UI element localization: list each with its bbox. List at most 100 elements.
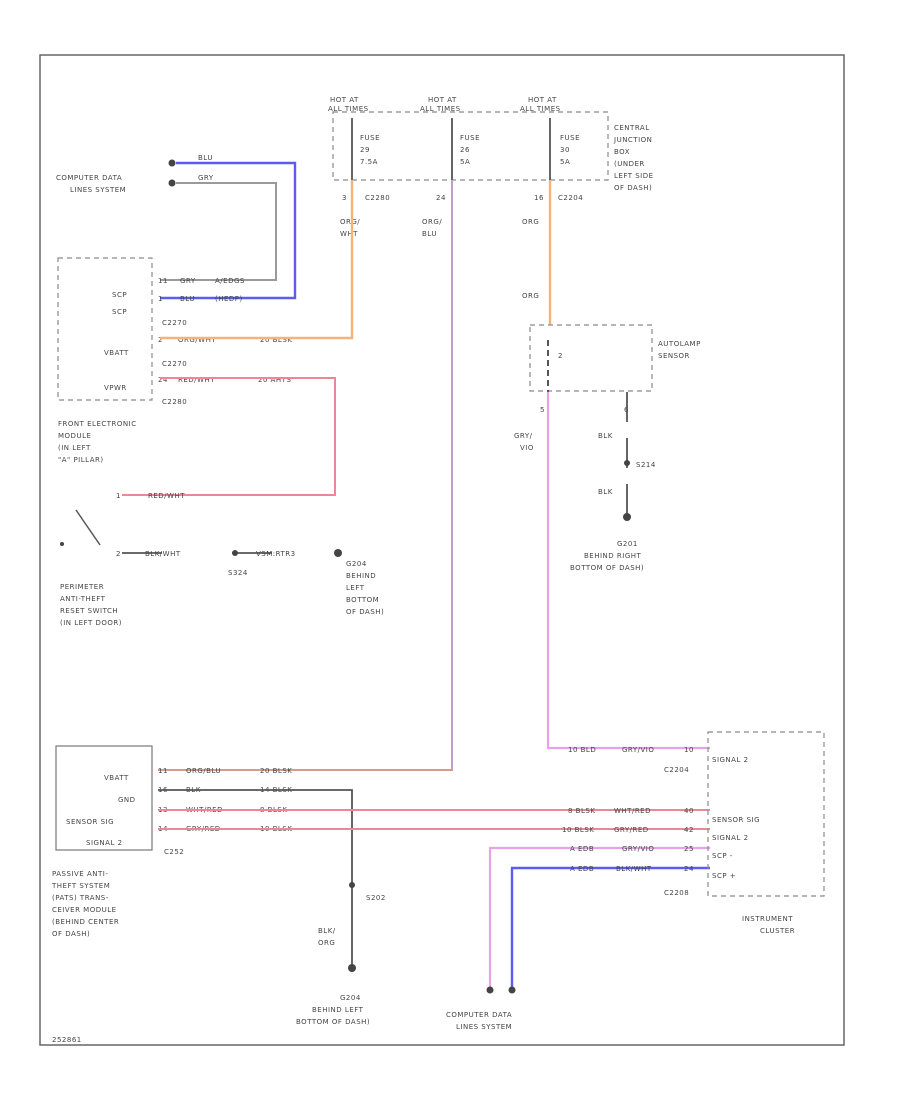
label-line: ANTI-THEFT <box>60 595 106 603</box>
switch-pivot <box>60 542 64 546</box>
circuit-code: 20 BLSK <box>260 767 292 775</box>
diagram-code: 252861 <box>52 1036 82 1044</box>
wire-org-blu <box>158 180 453 771</box>
label-line: CLUSTER <box>760 927 795 935</box>
fuse-hot-label: HOT AT <box>330 96 359 104</box>
fuse-label: FUSE <box>360 134 380 142</box>
pin-label: SCP <box>112 291 127 299</box>
wire-color-label: GRY/VIO <box>622 845 654 853</box>
splice-dot <box>624 460 630 466</box>
wire-color-label: GRY <box>198 174 214 182</box>
connector-id: C2280 <box>162 398 187 406</box>
pin-number: 40 <box>684 807 694 815</box>
wire-color-label: VSM:RTR3 <box>256 550 296 558</box>
pin-number: 11 <box>158 277 168 285</box>
wire-color-label: VIO <box>520 444 534 452</box>
circuit-code: A EDB <box>570 845 594 853</box>
pin-number: 10 <box>684 746 694 754</box>
ground-terminal <box>623 513 631 521</box>
wire-color-label: BLU <box>198 154 213 162</box>
wire-color-label: ORG <box>318 939 335 947</box>
label-line: BOX <box>614 148 630 156</box>
ground-id: G204 <box>340 994 361 1002</box>
wire-color-label: BLK <box>598 432 613 440</box>
wire-gry <box>160 182 277 281</box>
pin-label: SCP + <box>712 872 736 880</box>
pin-number: 16 <box>534 194 544 202</box>
instrument-cluster: SIGNAL 2 SENSOR SIG SIGNAL 2 SCP - SCP +… <box>562 731 825 935</box>
pin-label: VBATT <box>104 774 129 782</box>
fuse-condition-label: ALL TIMES <box>420 105 461 113</box>
label-line: BEHIND LEFT <box>312 1006 364 1014</box>
wire-scp-minus <box>488 846 710 990</box>
splice-dot <box>349 882 355 888</box>
label-line: INSTRUMENT <box>742 915 793 923</box>
pin-label: SENSOR SIG <box>712 816 760 824</box>
label-line: OF DASH) <box>614 184 652 192</box>
ground-id: G201 <box>617 540 638 548</box>
pin-number: 2 <box>158 336 163 344</box>
pin-label: SCP - <box>712 852 733 860</box>
wire-color-label: GRY/RED <box>614 826 649 834</box>
fuse-label: FUSE <box>560 134 580 142</box>
wire-color-label: ORG <box>522 218 539 226</box>
connector-terminal <box>486 986 494 994</box>
pin-label: VPWR <box>104 384 127 392</box>
wire-color-label: RED/WHT <box>178 376 215 384</box>
connector-terminal <box>168 159 176 167</box>
label-line: AUTOLAMP <box>658 340 701 348</box>
diagram-frame <box>39 54 845 1046</box>
circuit-code: (HEDP) <box>215 295 243 303</box>
circuit-code: 10 BLSK <box>562 826 594 834</box>
connector-id: C2204 <box>558 194 583 202</box>
splice-id: S324 <box>228 569 248 577</box>
circuit-code: 8 BLSK <box>568 807 595 815</box>
splice-dot <box>232 550 238 556</box>
front-electronic-module: SCP SCP VBATT VPWR 11 GRY A/EDGS 1 BLU (… <box>57 257 292 464</box>
pin-label: SIGNAL 2 <box>712 834 749 842</box>
junction-box-label: CENTRAL JUNCTION BOX (UNDER LEFT SIDE OF… <box>613 124 653 192</box>
wire-color-label: BLK/WHT <box>145 550 181 558</box>
label-line: MODULE <box>58 432 91 440</box>
fuse-number: 30 <box>560 146 570 154</box>
label-line: BEHIND <box>346 572 376 580</box>
wire-color-label: ORG/WHT <box>178 336 216 344</box>
label-line: OF DASH) <box>346 608 384 616</box>
fuse-condition-label: ALL TIMES <box>328 105 369 113</box>
connector-id: C2208 <box>664 889 689 897</box>
autolamp-sensor: AUTOLAMP SENSOR 2 5 6 GRY/ VIO BLK S214 … <box>514 180 701 572</box>
label-line: THEFT SYSTEM <box>51 882 110 890</box>
label-line: (IN LEFT DOOR) <box>60 619 122 627</box>
central-junction-box: HOT AT ALL TIMES FUSE 29 7.5A 3 C2280 HO… <box>328 96 653 202</box>
label-line: CEIVER MODULE <box>52 906 117 914</box>
pin-label: SENSOR SIG <box>66 818 114 826</box>
fuse-number: 29 <box>360 146 370 154</box>
wire-color-label: RED/WHT <box>148 492 185 500</box>
label-line: LINES SYSTEM <box>70 186 126 194</box>
label-line: BEHIND RIGHT <box>584 552 642 560</box>
label-line: FRONT ELECTRONIC <box>58 420 137 428</box>
pin-label: VBATT <box>104 349 129 357</box>
label-line: LINES SYSTEM <box>456 1023 512 1031</box>
fuse-hot-label: HOT AT <box>428 96 457 104</box>
wire-color-label: BLU <box>180 295 195 303</box>
connector-terminal <box>168 179 176 187</box>
fuse-30: HOT AT ALL TIMES FUSE 30 5A 16 C2204 <box>520 96 583 202</box>
wire-red-wht <box>122 377 336 496</box>
pin-number: 42 <box>684 826 694 834</box>
label-line: SENSOR <box>658 352 690 360</box>
fuse-29: HOT AT ALL TIMES FUSE 29 7.5A 3 C2280 <box>328 96 390 202</box>
circuit-code: 10 BLD <box>568 746 596 754</box>
sensor-outline <box>529 324 653 392</box>
wire-color-label: ORG/BLU <box>186 767 221 775</box>
pin-number: 3 <box>342 194 347 202</box>
fuse-rating: 7.5A <box>360 158 378 166</box>
wire-color-label: BLK/WHT <box>616 865 652 873</box>
wire-scp-plus <box>510 866 710 990</box>
label-line: OF DASH) <box>52 930 90 938</box>
fuse-hot-label: HOT AT <box>528 96 557 104</box>
ground-terminal <box>348 964 356 972</box>
label-line: PASSIVE ANTI- <box>52 870 108 878</box>
label-line: (IN LEFT <box>58 444 91 452</box>
